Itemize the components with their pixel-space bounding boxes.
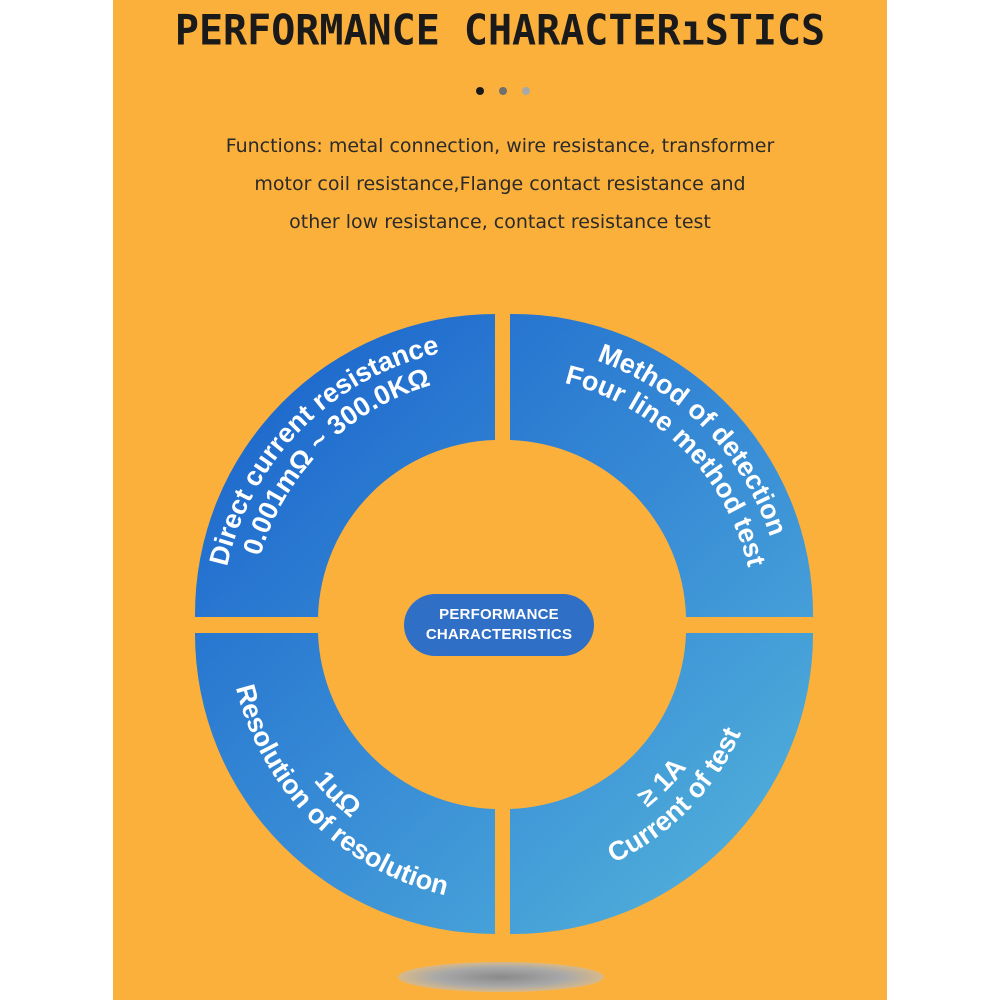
- product-info-panel: PERFORMANCE CHARACTERıSTICS Functions: m…: [113, 0, 887, 1000]
- center-badge-line2: CHARACTERISTICS: [425, 626, 573, 643]
- ring-segments: [194, 313, 814, 935]
- carousel-dot-1[interactable]: [476, 87, 484, 95]
- page-title: PERFORMANCE CHARACTERıSTICS: [174, 6, 826, 56]
- carousel-dot-2[interactable]: [499, 87, 507, 95]
- description-line-3: other low resistance, contact resistance…: [289, 211, 711, 233]
- carousel-dot-3[interactable]: [522, 87, 530, 95]
- segment-top-left[interactable]: [194, 314, 495, 617]
- description-line-1: Functions: metal connection, wire resist…: [225, 135, 775, 157]
- segment-top-right[interactable]: [510, 313, 814, 617]
- segment-bottom-left[interactable]: [194, 633, 495, 934]
- carousel-dots: [113, 84, 887, 98]
- functions-description: Functions: metal connection, wire resist…: [113, 127, 887, 241]
- characteristics-ring: Direct current resistance 0.001mΩ ~ 300.…: [194, 313, 814, 935]
- ground-shadow: [398, 962, 604, 992]
- description-line-2: motor coil resistance,Flange contact res…: [254, 173, 746, 195]
- center-badge[interactable]: PERFORMANCE CHARACTERISTICS: [404, 594, 594, 656]
- segment-bottom-right[interactable]: [510, 633, 814, 935]
- center-badge-line1: PERFORMANCE: [439, 606, 559, 623]
